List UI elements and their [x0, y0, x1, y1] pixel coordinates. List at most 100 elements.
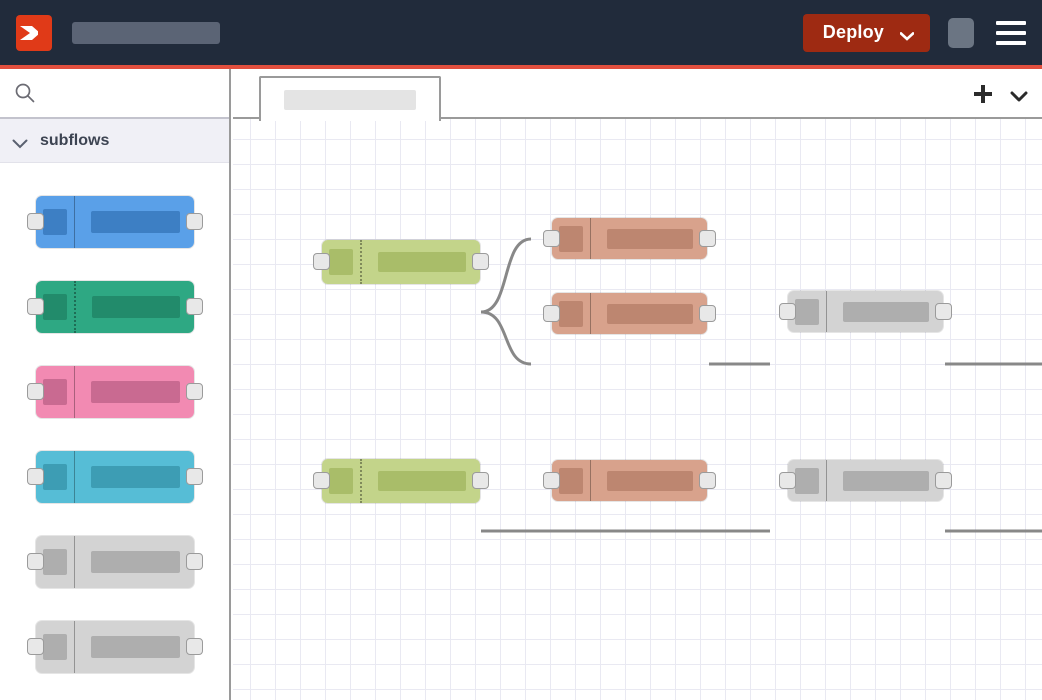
- node-label: [607, 470, 693, 491]
- node-type-icon: [795, 298, 819, 325]
- node-input-port[interactable]: [313, 472, 330, 489]
- node-label-cell: [591, 218, 707, 259]
- plus-icon[interactable]: [974, 85, 992, 103]
- palette-node-4[interactable]: [26, 450, 203, 503]
- deploy-button-label: Deploy: [822, 22, 884, 42]
- node-label: [91, 295, 180, 318]
- canvas-node-salmon-bottom[interactable]: [543, 460, 716, 501]
- canvas-node-gray-mid[interactable]: [779, 291, 952, 332]
- node-output-port[interactable]: [699, 229, 716, 247]
- node-output-port[interactable]: [185, 382, 203, 400]
- node-input-port[interactable]: [26, 382, 44, 400]
- palette-item[interactable]: [0, 179, 229, 264]
- node-divider: [360, 459, 362, 503]
- node-label-cell: [362, 459, 480, 503]
- tabbar-actions: [974, 69, 1028, 119]
- wire-layer: [480, 237, 1042, 533]
- deploy-button[interactable]: Deploy: [802, 13, 930, 52]
- node-output-port[interactable]: [472, 472, 489, 489]
- node-output-port[interactable]: [185, 297, 203, 315]
- node-red-logo-icon[interactable]: [16, 14, 52, 51]
- canvas-node-green-top[interactable]: [313, 240, 489, 284]
- hamburger-bar: [996, 20, 1026, 25]
- node-input-port[interactable]: [543, 471, 560, 489]
- node-input-port[interactable]: [543, 229, 560, 247]
- node-label-cell: [362, 240, 480, 284]
- node-divider: [73, 535, 75, 588]
- node-input-port[interactable]: [26, 297, 44, 315]
- node-input-port[interactable]: [26, 552, 44, 570]
- palette-item[interactable]: [0, 604, 229, 689]
- node-output-port[interactable]: [472, 253, 489, 270]
- palette-category-subflows[interactable]: subflows: [0, 119, 229, 163]
- app-header: Deploy: [0, 0, 1042, 65]
- node-input-port[interactable]: [779, 471, 796, 489]
- node-output-port[interactable]: [699, 304, 716, 322]
- flow-tab-1[interactable]: [259, 76, 441, 121]
- node-label: [90, 465, 180, 488]
- node-icon-cell: [36, 621, 74, 673]
- node-type-icon: [559, 467, 583, 494]
- node-input-port[interactable]: [779, 302, 796, 320]
- wire-green-to-salmon-mid[interactable]: [480, 310, 532, 366]
- palette-node-1[interactable]: [26, 195, 203, 248]
- chevron-down-icon: [12, 136, 28, 148]
- node-input-port[interactable]: [313, 253, 330, 270]
- node-output-port[interactable]: [185, 212, 203, 230]
- node-divider: [590, 460, 591, 501]
- hamburger-menu-icon[interactable]: [996, 20, 1026, 45]
- node-label: [90, 550, 180, 573]
- palette-node-3[interactable]: [26, 365, 203, 418]
- node-output-port[interactable]: [935, 471, 952, 489]
- node-input-port[interactable]: [26, 467, 44, 485]
- node-output-port[interactable]: [699, 471, 716, 489]
- chevron-down-icon[interactable]: [899, 28, 915, 41]
- hamburger-bar: [996, 40, 1026, 45]
- palette-node-list: [0, 163, 229, 689]
- node-icon-cell: [322, 459, 360, 503]
- node-divider: [73, 620, 75, 673]
- wire-green-to-salmon-top[interactable]: [480, 237, 532, 314]
- node-icon-cell: [788, 460, 826, 501]
- node-output-port[interactable]: [185, 552, 203, 570]
- canvas-node-salmon-top[interactable]: [543, 218, 716, 259]
- palette-node-6[interactable]: [26, 620, 203, 673]
- palette-item[interactable]: [0, 519, 229, 604]
- node-output-port[interactable]: [935, 302, 952, 320]
- node-divider: [590, 293, 591, 334]
- node-input-port[interactable]: [26, 637, 44, 655]
- node-icon-cell: [36, 281, 74, 333]
- flow-canvas[interactable]: [233, 119, 1042, 700]
- palette-node-2[interactable]: [26, 280, 203, 333]
- node-icon-cell: [552, 293, 590, 334]
- palette-sidebar: subflows: [0, 69, 231, 700]
- node-input-port[interactable]: [26, 212, 44, 230]
- node-icon-cell: [36, 196, 74, 248]
- node-label: [378, 471, 466, 491]
- chevron-down-icon[interactable]: [1010, 89, 1028, 101]
- palette-item[interactable]: [0, 434, 229, 519]
- node-divider: [360, 240, 362, 284]
- flow-tab-label: [284, 89, 416, 110]
- node-label: [90, 210, 180, 233]
- node-divider: [826, 291, 827, 332]
- node-type-icon: [42, 208, 67, 235]
- node-icon-cell: [36, 536, 74, 588]
- palette-item[interactable]: [0, 349, 229, 434]
- node-divider: [73, 280, 76, 333]
- palette-search-input[interactable]: [0, 69, 229, 119]
- user-menu-icon[interactable]: [948, 17, 974, 48]
- node-input-port[interactable]: [543, 304, 560, 322]
- palette-item[interactable]: [0, 264, 229, 349]
- canvas-node-green-bottom[interactable]: [313, 459, 489, 503]
- canvas-node-gray-bottom[interactable]: [779, 460, 952, 501]
- palette-node-5[interactable]: [26, 535, 203, 588]
- node-label-cell: [75, 621, 194, 673]
- node-output-port[interactable]: [185, 467, 203, 485]
- flow-title: [72, 21, 220, 44]
- canvas-node-salmon-mid[interactable]: [543, 293, 716, 334]
- node-label: [378, 252, 466, 272]
- node-label-cell: [76, 281, 194, 333]
- node-output-port[interactable]: [185, 637, 203, 655]
